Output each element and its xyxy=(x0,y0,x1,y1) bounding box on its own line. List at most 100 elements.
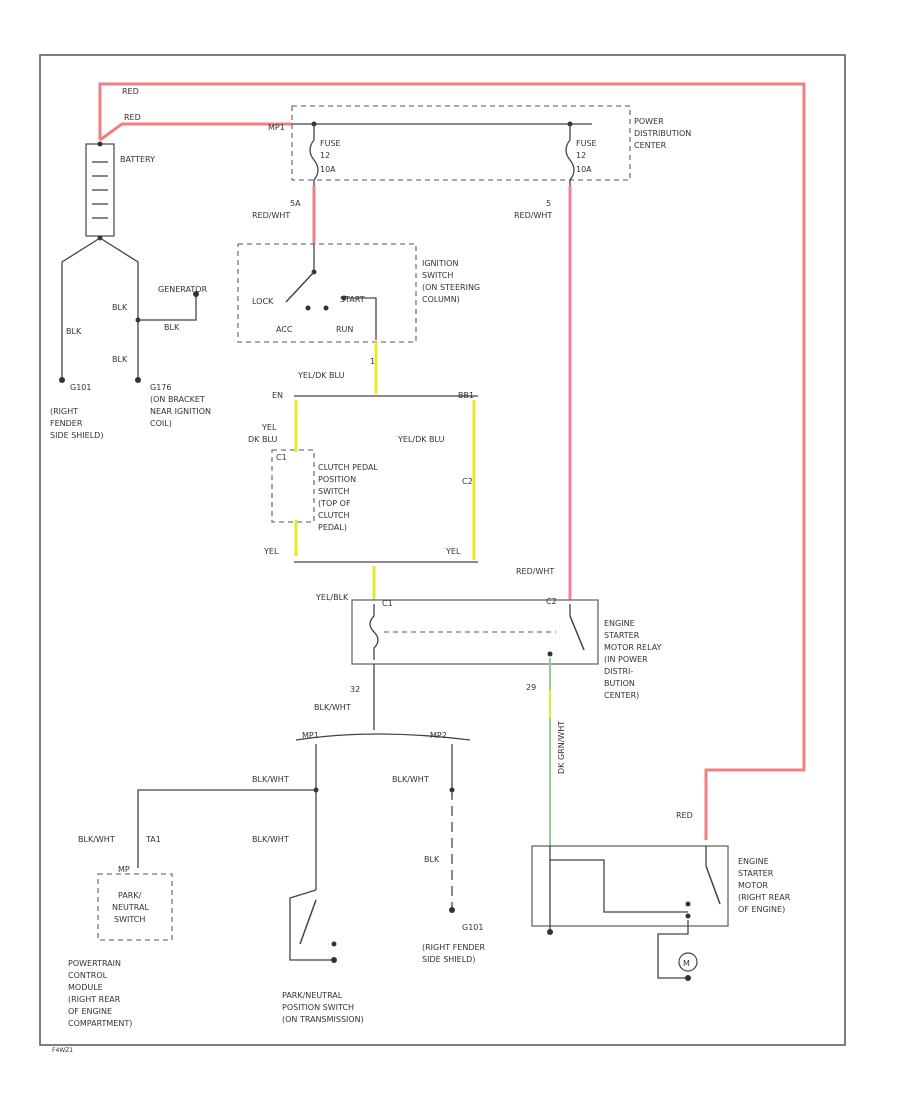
svg-text:BLK/WHT: BLK/WHT xyxy=(252,775,289,784)
svg-text:BUTION: BUTION xyxy=(604,679,635,688)
battery-label: BATTERY xyxy=(120,155,155,164)
svg-text:CLUTCH: CLUTCH xyxy=(318,511,350,520)
svg-text:12: 12 xyxy=(320,151,330,160)
pdc-label: POWER xyxy=(634,117,664,126)
svg-text:5A: 5A xyxy=(290,199,301,208)
relay-contact xyxy=(569,615,585,651)
svg-text:(RIGHT REAR: (RIGHT REAR xyxy=(68,995,121,1004)
wire-red-top xyxy=(98,82,806,840)
clutch-switch-label: CLUTCH PEDAL xyxy=(318,463,378,472)
svg-text:CENTER): CENTER) xyxy=(604,691,639,700)
starter-contact xyxy=(705,865,721,905)
label-red-top: RED xyxy=(122,87,139,96)
svg-text:C1: C1 xyxy=(382,599,393,608)
power-distribution-center-box xyxy=(291,105,631,181)
svg-text:5: 5 xyxy=(546,199,551,208)
relay-coil xyxy=(369,604,379,660)
svg-text:LOCK: LOCK xyxy=(252,297,274,306)
svg-text:ACC: ACC xyxy=(276,325,293,334)
diagram-frame xyxy=(39,54,846,1046)
svg-text:YEL/BLK: YEL/BLK xyxy=(315,593,349,602)
motor-symbol xyxy=(678,952,698,972)
svg-text:BLK: BLK xyxy=(164,323,180,332)
ignition-switch-label: IGNITION xyxy=(422,259,458,268)
wire-blk-generator xyxy=(138,294,197,321)
svg-text:(RIGHT REAR: (RIGHT REAR xyxy=(738,893,791,902)
svg-text:(TOP OF: (TOP OF xyxy=(318,499,351,508)
ignition-switch-box xyxy=(237,243,417,343)
svg-text:POSITION: POSITION xyxy=(318,475,356,484)
svg-text:(RIGHT FENDER: (RIGHT FENDER xyxy=(422,943,486,952)
svg-text:COIL): COIL) xyxy=(150,419,172,428)
wire-red-battery xyxy=(99,122,292,142)
ground-g176: G176 xyxy=(150,383,171,392)
pnp-transmission-switch xyxy=(289,889,334,961)
ignition-switch-contact xyxy=(285,271,315,303)
svg-text:C2: C2 xyxy=(462,477,473,486)
svg-text:BLK: BLK xyxy=(112,355,128,364)
svg-text:MOTOR RELAY: MOTOR RELAY xyxy=(604,643,662,652)
svg-text:DK GRN/WHT: DK GRN/WHT xyxy=(557,721,566,774)
svg-text:NEUTRAL: NEUTRAL xyxy=(112,903,149,912)
svg-text:(IN POWER: (IN POWER xyxy=(604,655,648,664)
svg-text:BLK: BLK xyxy=(112,303,128,312)
svg-text:CONTROL: CONTROL xyxy=(68,971,108,980)
fuse-a-label: FUSE xyxy=(320,139,341,148)
svg-text:DISTRI-: DISTRI- xyxy=(604,667,633,676)
svg-text:SIDE SHIELD): SIDE SHIELD) xyxy=(50,431,103,440)
svg-text:RED/WHT: RED/WHT xyxy=(252,211,290,220)
svg-text:YEL: YEL xyxy=(445,547,461,556)
svg-text:FENDER: FENDER xyxy=(50,419,83,428)
svg-text:YEL/DK BLU: YEL/DK BLU xyxy=(297,371,345,380)
svg-text:OF ENGINE: OF ENGINE xyxy=(68,1007,112,1016)
svg-text:(ON TRANSMISSION): (ON TRANSMISSION) xyxy=(282,1015,364,1024)
svg-text:SWITCH: SWITCH xyxy=(114,915,145,924)
svg-text:STARTER: STARTER xyxy=(604,631,640,640)
label-red-motor: RED xyxy=(676,811,693,820)
svg-text:C2: C2 xyxy=(546,597,557,606)
fuse-b-symbol xyxy=(565,124,575,186)
svg-text:BLK/WHT: BLK/WHT xyxy=(252,835,289,844)
svg-text:C1: C1 xyxy=(276,453,287,462)
diagram-code: F4WZ1 xyxy=(52,1047,73,1054)
svg-text:MP2: MP2 xyxy=(430,731,447,740)
starter-solenoid-winding xyxy=(549,846,688,913)
label-red-battery: RED xyxy=(124,113,141,122)
ground-g101: G101 xyxy=(70,383,91,392)
svg-text:(RIGHT: (RIGHT xyxy=(50,407,78,416)
svg-text:10A: 10A xyxy=(320,165,336,174)
svg-text:1: 1 xyxy=(370,357,375,366)
svg-text:BLK/WHT: BLK/WHT xyxy=(392,775,429,784)
svg-text:MODULE: MODULE xyxy=(68,983,103,992)
svg-text:PEDAL): PEDAL) xyxy=(318,523,347,532)
svg-text:NEAR IGNITION: NEAR IGNITION xyxy=(150,407,211,416)
svg-text:BB1: BB1 xyxy=(458,391,474,400)
svg-text:RUN: RUN xyxy=(336,325,353,334)
pcm-label: POWERTRAIN xyxy=(68,959,121,968)
svg-text:YEL: YEL xyxy=(263,547,279,556)
fuse-a-symbol xyxy=(309,124,319,186)
svg-text:MOTOR: MOTOR xyxy=(738,881,768,890)
svg-text:COLUMN): COLUMN) xyxy=(422,295,460,304)
svg-text:TA1: TA1 xyxy=(145,835,161,844)
svg-text:29: 29 xyxy=(526,683,536,692)
wire-blk-ground-left xyxy=(61,237,101,378)
svg-text:CENTER: CENTER xyxy=(634,141,667,150)
svg-text:10A: 10A xyxy=(576,165,592,174)
ground-g101-right: G101 xyxy=(462,923,483,932)
pdc-connector: MP1 xyxy=(268,123,285,132)
svg-text:BLK/WHT: BLK/WHT xyxy=(78,835,115,844)
wire-blk-ground-right xyxy=(99,237,139,378)
park-neutral-switch-box xyxy=(97,873,173,941)
starter-motor-box xyxy=(531,845,729,927)
svg-text:RED/WHT: RED/WHT xyxy=(516,567,554,576)
pnp-trans-label: PARK/NEUTRAL xyxy=(282,991,343,1000)
svg-text:START: START xyxy=(340,295,365,304)
pnp-switch-label: PARK/ xyxy=(118,891,142,900)
svg-text:MP: MP xyxy=(118,865,130,874)
svg-text:DK BLU: DK BLU xyxy=(248,435,277,444)
splice-bar xyxy=(295,733,471,741)
svg-text:RED/WHT: RED/WHT xyxy=(514,211,552,220)
svg-text:BLK: BLK xyxy=(424,855,440,864)
